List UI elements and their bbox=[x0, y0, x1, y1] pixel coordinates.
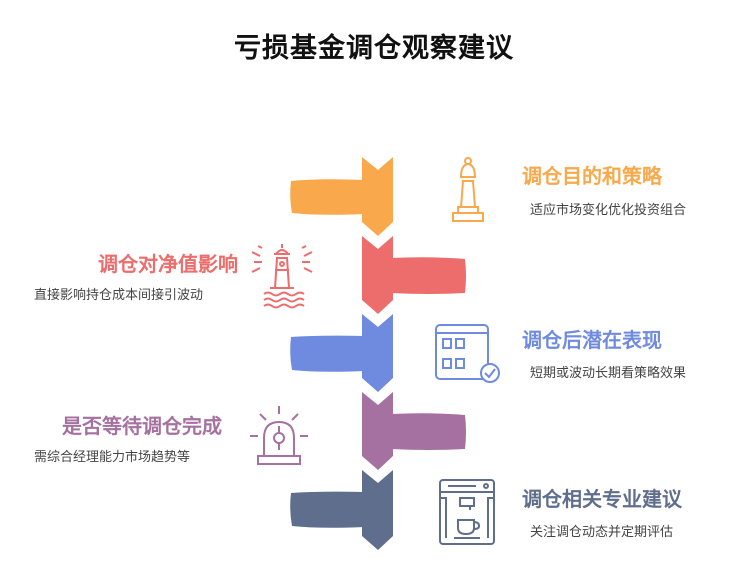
step-3-title: 调仓后潜在表现 bbox=[522, 328, 662, 352]
step-3-desc: 短期或波动长期看策略效果 bbox=[530, 366, 687, 381]
page-title: 亏损基金调仓观察建议 bbox=[234, 33, 514, 64]
step-4-desc: 需综合经理能力市场趋势等 bbox=[34, 450, 191, 465]
step-2-desc: 直接影响持仓成本间接引波动 bbox=[34, 288, 204, 303]
step-4-shape bbox=[362, 392, 466, 470]
step-1-desc: 适应市场变化优化投资组合 bbox=[530, 203, 687, 218]
dashboard-check-icon bbox=[435, 324, 500, 383]
step-1-shape bbox=[290, 157, 393, 236]
step-5-shape bbox=[290, 470, 393, 550]
step-4-title: 是否等待调仓完成 bbox=[62, 414, 222, 438]
step-5-desc: 关注调仓动态并定期评估 bbox=[530, 525, 674, 540]
step-2-shape bbox=[362, 236, 466, 314]
step-5-title: 调仓相关专业建议 bbox=[522, 487, 682, 511]
step-2-title: 调仓对净值影响 bbox=[98, 252, 238, 276]
alarm-light-icon bbox=[250, 406, 308, 465]
chess-bishop-icon bbox=[452, 157, 484, 222]
step-1-title: 调仓目的和策略 bbox=[522, 164, 662, 188]
lighthouse-icon bbox=[251, 244, 313, 309]
coffee-machine-icon bbox=[439, 479, 495, 545]
step-3-shape bbox=[290, 314, 393, 392]
